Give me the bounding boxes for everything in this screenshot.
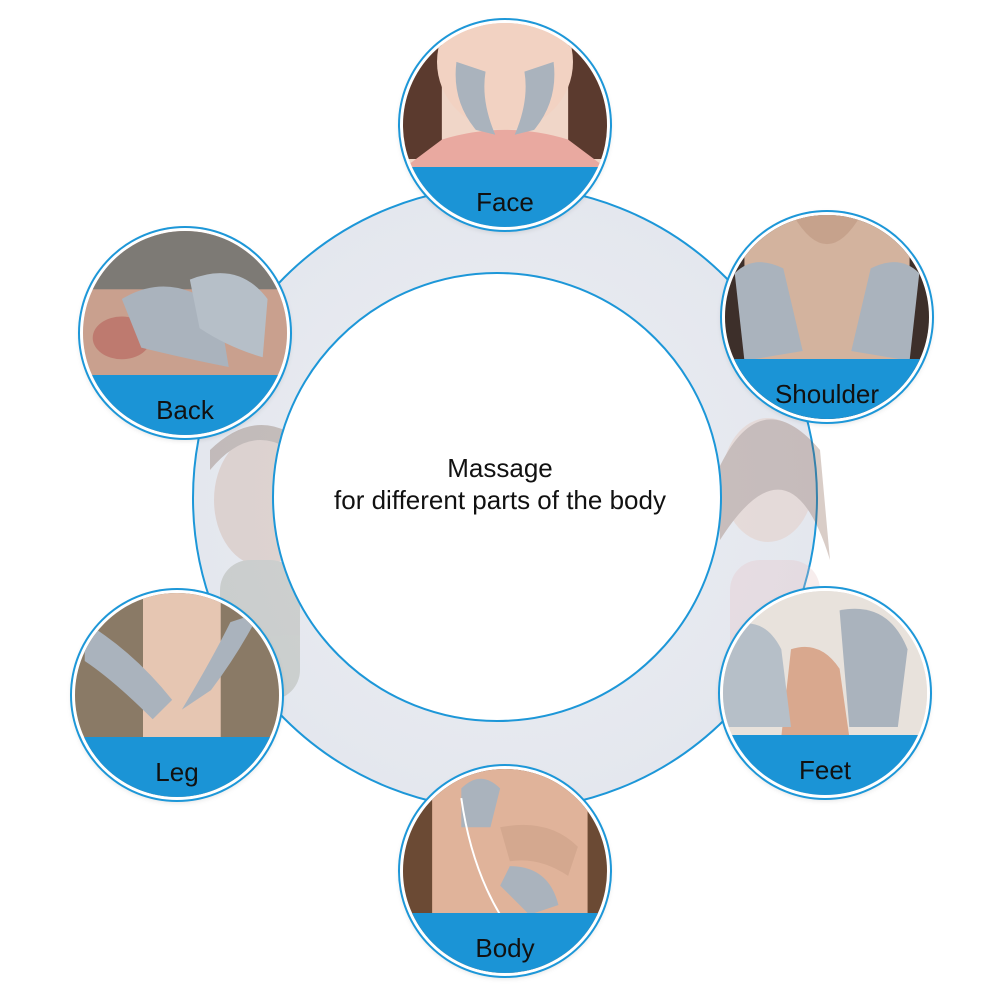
label-band <box>723 735 927 795</box>
badge-face: Face <box>400 20 610 230</box>
badge-label-shoulder: Shoulder <box>774 379 880 409</box>
badge-body: Body <box>400 766 610 976</box>
label-band <box>403 913 607 973</box>
badge-back: Back <box>80 228 290 438</box>
badge-label-feet: Feet <box>798 755 852 785</box>
badge-leg: Leg <box>72 590 282 800</box>
label-band <box>83 375 287 435</box>
label-band <box>75 737 279 797</box>
badge-label-leg: Leg <box>155 757 199 787</box>
center-caption: Massage for different parts of the body <box>300 452 700 516</box>
badge-label-face: Face <box>476 187 534 217</box>
badge-shoulder: Shoulder <box>722 212 932 422</box>
label-band <box>403 167 607 227</box>
badge-feet: Feet <box>720 588 930 798</box>
center-title: Massage <box>447 453 553 483</box>
inner-circle <box>272 272 722 722</box>
badge-label-body: Body <box>475 933 535 963</box>
label-band <box>725 359 929 419</box>
center-subtitle: for different parts of the body <box>334 485 666 515</box>
badge-label-back: Back <box>156 395 214 425</box>
